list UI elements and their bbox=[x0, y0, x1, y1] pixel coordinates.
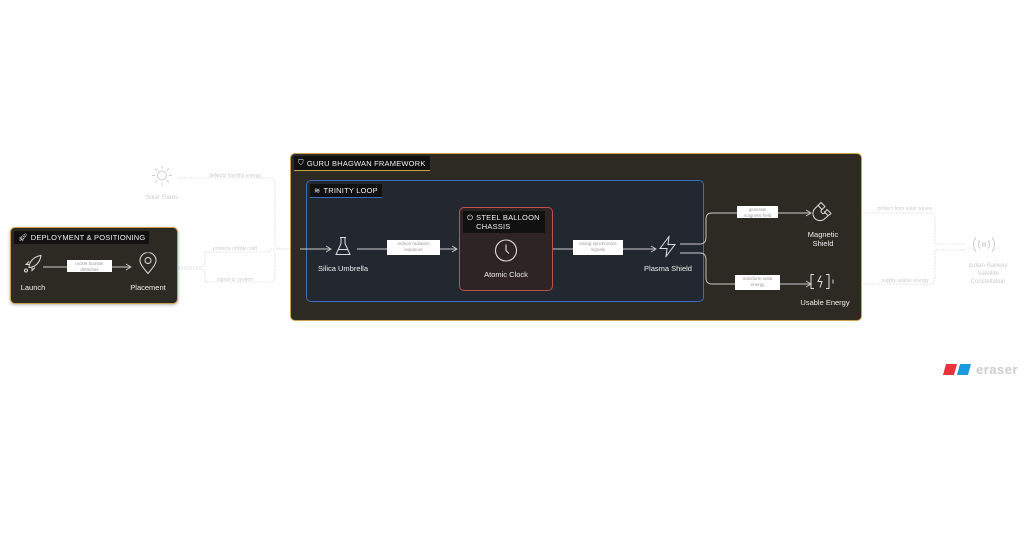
edge-label-launch: rocket booster detaches bbox=[67, 260, 112, 272]
edge-label-silica: reduce radiation exposure bbox=[387, 240, 440, 255]
plasma-shield-label: Plasma Shield bbox=[644, 264, 692, 273]
edge-label-clock: timing synchronize signals bbox=[573, 240, 623, 255]
rocket-small-icon: 🚀︎ bbox=[18, 233, 28, 242]
launch-label: Launch bbox=[20, 283, 46, 292]
chassis-header: ⏻STEEL BALLOON CHASSIS bbox=[463, 211, 545, 233]
solar-flares-label: Solar Flares bbox=[145, 195, 179, 201]
edge-label-energy-out: supply usable energy bbox=[881, 278, 929, 284]
broadcast-icon bbox=[971, 237, 997, 258]
eraser-logo: eraser bbox=[943, 362, 1018, 377]
deployment-header: 🚀︎DEPLOYMENT & POSITIONING bbox=[14, 231, 150, 244]
chassis-title: STEEL BALLOON CHASSIS bbox=[476, 213, 540, 231]
edge-label-energy: transform solar energy bbox=[735, 275, 780, 290]
sun-icon bbox=[151, 165, 173, 192]
chassis-group[interactable]: ⏻STEEL BALLOON CHASSIS bbox=[459, 207, 553, 291]
trinity-title: TRINITY LOOP bbox=[323, 186, 378, 195]
clock-icon bbox=[494, 239, 518, 268]
silica-umbrella-label: Silica Umbrella bbox=[317, 264, 369, 273]
edge-label-placement-2: signal to system bbox=[217, 277, 253, 283]
lightning-icon bbox=[657, 234, 679, 263]
layers-icon: ≋ bbox=[314, 186, 321, 195]
output-label: Indian Railway Satellite Constellation bbox=[968, 263, 1008, 285]
power-icon: ⏻ bbox=[467, 213, 474, 222]
edge-label-magnetic: generate magnetic field bbox=[737, 206, 778, 218]
deployment-title: DEPLOYMENT & POSITIONING bbox=[30, 233, 146, 242]
edge-label-solar: deflects harmful energy bbox=[209, 173, 261, 179]
trinity-header: ≋TRINITY LOOP bbox=[310, 184, 382, 198]
atomic-clock-label: Atomic Clock bbox=[484, 270, 528, 279]
eraser-logo-text: eraser bbox=[976, 362, 1019, 377]
battery-charging-icon bbox=[809, 273, 835, 296]
framework-header: ⛉GURU BHAGWAN FRAMEWORK bbox=[294, 156, 430, 171]
flask-icon bbox=[334, 237, 352, 262]
usable-energy-label: Usable Energy bbox=[800, 298, 850, 307]
magnetic-shield-label: Magnetic Shield bbox=[807, 230, 839, 248]
shield-icon: ⛉ bbox=[298, 158, 304, 167]
edge-label-placement-1: protects orbital craft bbox=[213, 246, 257, 252]
magnet-icon bbox=[812, 200, 834, 227]
map-pin-icon bbox=[138, 252, 158, 280]
edge-label-magnetic-out: protect from solar waves bbox=[877, 206, 933, 212]
eraser-logo-icon bbox=[943, 364, 971, 375]
framework-title: GURU BHAGWAN FRAMEWORK bbox=[306, 158, 426, 168]
placement-label: Placement bbox=[130, 283, 166, 292]
rocket-icon bbox=[23, 254, 43, 279]
